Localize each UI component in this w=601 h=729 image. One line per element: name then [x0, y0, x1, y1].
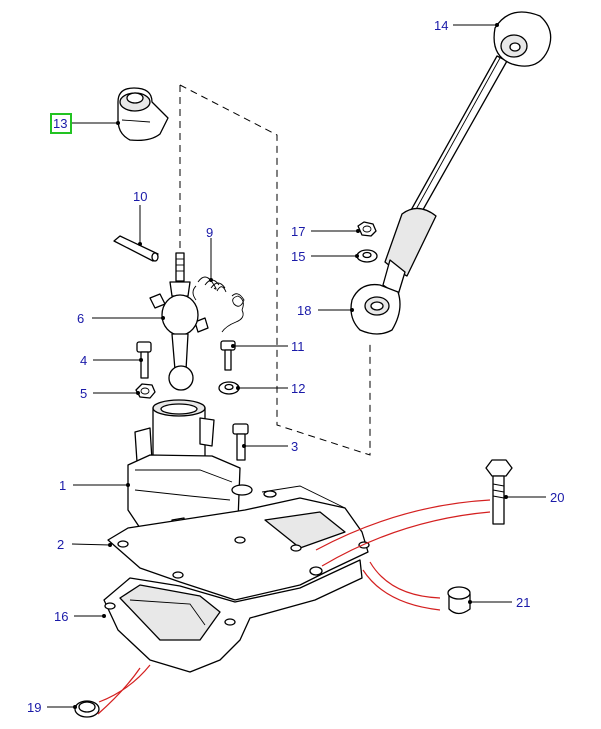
callout-4[interactable]: 4 — [80, 353, 87, 368]
small-bolt — [220, 340, 236, 371]
bolt-20 — [485, 459, 513, 525]
callout-15[interactable]: 15 — [291, 249, 305, 264]
lever-nut — [357, 221, 377, 237]
callout-18[interactable]: 18 — [297, 303, 311, 318]
callout-11[interactable]: 11 — [291, 339, 305, 354]
callout-16[interactable]: 16 — [54, 609, 68, 624]
callout-20[interactable]: 20 — [550, 490, 564, 505]
gear-lever-rod — [382, 55, 508, 296]
callout-labels: 1 2 3 4 5 6 9 10 11 12 13 14 15 16 17 18… — [27, 18, 564, 715]
callout-12[interactable]: 12 — [291, 381, 305, 396]
lever-lower-eye — [350, 283, 401, 335]
callout-19[interactable]: 19 — [27, 700, 41, 715]
gear-knob[interactable] — [493, 11, 552, 67]
assembly-dashed-line — [179, 84, 371, 456]
lower-lever — [149, 252, 209, 391]
callout-17[interactable]: 17 — [291, 224, 305, 239]
plug-19 — [74, 700, 100, 718]
bolt-4 — [136, 341, 152, 379]
leader-lines — [47, 23, 546, 709]
callout-13-highlight — [50, 113, 72, 134]
callout-21[interactable]: 21 — [516, 595, 530, 610]
pivot-pin — [113, 235, 159, 262]
callout-3[interactable]: 3 — [291, 439, 298, 454]
callout-10[interactable]: 10 — [133, 189, 147, 204]
callout-13[interactable]: 13 — [53, 116, 67, 131]
callout-9[interactable]: 9 — [206, 225, 213, 240]
bolt-3 — [232, 423, 249, 461]
sleeve-21 — [447, 586, 471, 615]
gaiter-bush — [117, 87, 169, 142]
selector-housing — [103, 399, 370, 673]
callout-14[interactable]: 14 — [434, 18, 448, 33]
callout-2[interactable]: 2 — [57, 537, 64, 552]
callout-6[interactable]: 6 — [77, 311, 84, 326]
callout-5[interactable]: 5 — [80, 386, 87, 401]
lever-washer — [356, 249, 378, 263]
callout-1[interactable]: 1 — [59, 478, 66, 493]
reference-lines — [97, 499, 491, 715]
nut-5 — [135, 383, 156, 399]
